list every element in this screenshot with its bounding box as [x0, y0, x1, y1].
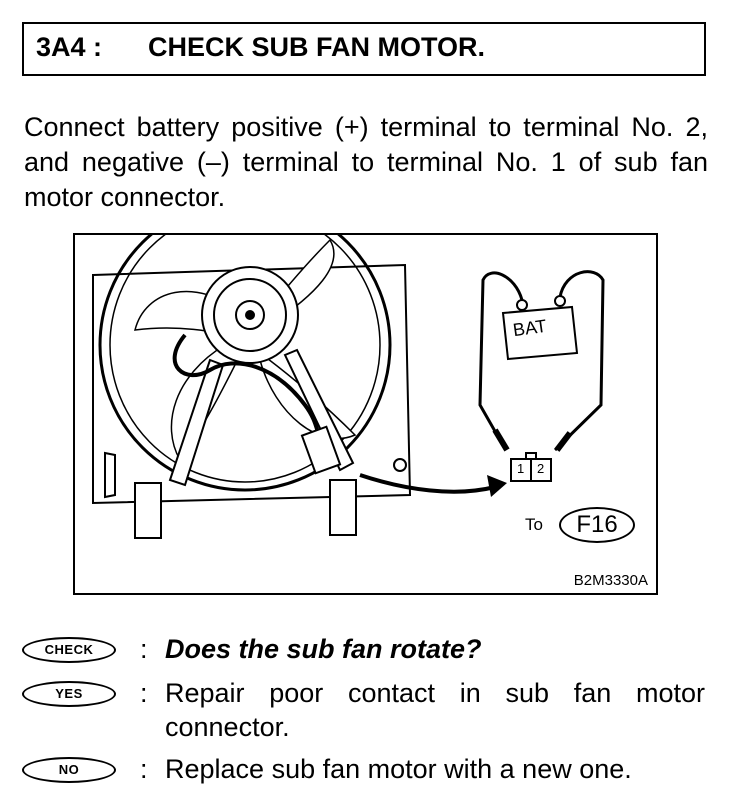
connector-id-badge: F16 [559, 507, 635, 543]
to-label: To [525, 515, 543, 534]
yes-action: Repair poor contact in sub fan motor con… [165, 678, 705, 742]
pin-1-label: 1 [517, 461, 525, 476]
fan-illustration [92, 235, 605, 539]
section-code: 3A4 : [36, 32, 103, 62]
battery [501, 305, 579, 361]
check-question: Does the sub fan rotate? [165, 634, 482, 664]
wiring-figure: BAT 1 2 To F16 B2M3330A [73, 233, 658, 595]
pin-2-label: 2 [537, 461, 545, 476]
fan-ring [98, 235, 392, 492]
figure-code: B2M3330A [573, 572, 648, 589]
section-title: CHECK SUB FAN MOTOR. [148, 32, 486, 62]
no-action: Replace sub fan motor with a new one. [165, 754, 632, 784]
no-colon: : [140, 754, 148, 784]
connector-arrow [359, 473, 496, 494]
check-colon: : [140, 634, 148, 664]
instruction-text: Connect battery positive (+) terminal to… [24, 112, 708, 212]
yes-badge: YES [22, 681, 116, 707]
yes-colon: : [140, 678, 148, 708]
check-badge: CHECK [22, 637, 116, 663]
section-header: 3A4 : CHECK SUB FAN MOTOR. [22, 22, 706, 76]
no-badge: NO [22, 757, 116, 783]
